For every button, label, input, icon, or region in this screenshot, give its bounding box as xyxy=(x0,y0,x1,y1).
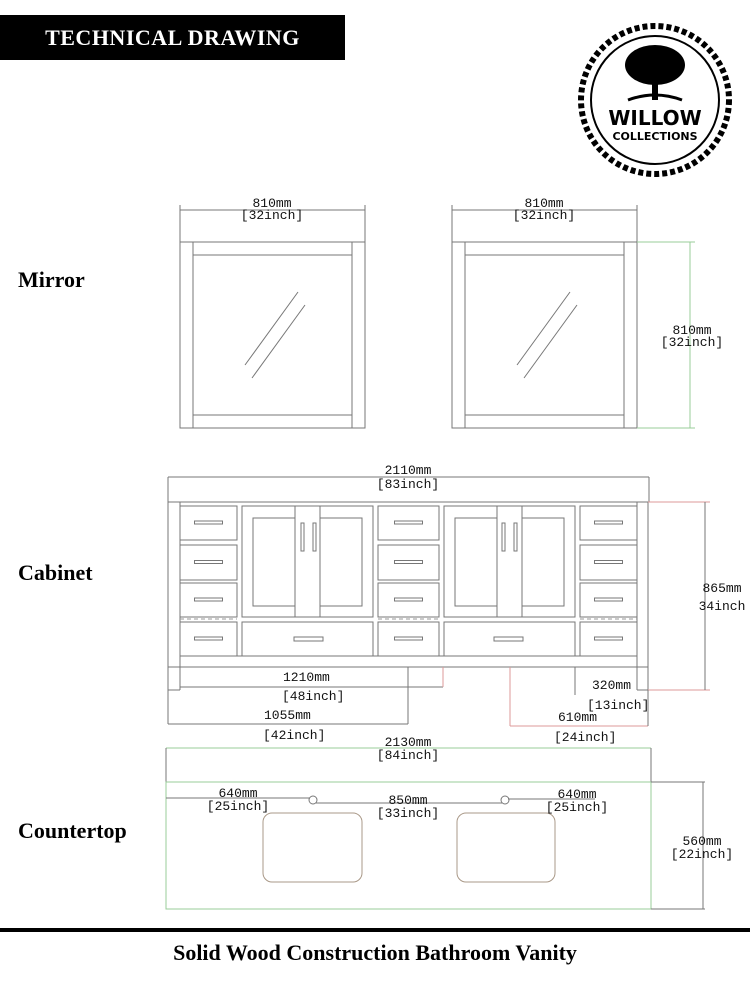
drawer-handle xyxy=(194,597,223,602)
drawer-handle xyxy=(394,520,423,525)
logo-subtitle: COLLECTIONS xyxy=(612,130,697,143)
drawer xyxy=(579,582,638,618)
countertop-center-mm: 850mm xyxy=(388,793,427,808)
drawer-handle xyxy=(594,636,623,641)
drawer-handle xyxy=(394,636,423,641)
mirror-right: 810mm [32inch] 810mm [32inch] xyxy=(451,196,723,429)
cabinet-front-view: 2110mm [83inch] 865mm 34inch 1210mm [48i… xyxy=(167,463,746,745)
drawer xyxy=(179,505,238,541)
drawer-handle xyxy=(594,520,623,525)
cabinet-dim-610-mm: 610mm xyxy=(558,710,597,725)
drawer-handle xyxy=(194,636,223,641)
mirror-height-mm: 810mm xyxy=(672,323,711,338)
mirror-left: 810mm [32inch] xyxy=(179,196,366,429)
countertop-width-mm: 2130mm xyxy=(385,735,432,750)
cabinet-height-in: 34inch xyxy=(699,599,746,614)
cabinet-dim-1210-mm: 1210mm xyxy=(283,670,330,685)
drawer-handle xyxy=(194,520,223,525)
countertop-width-in: [84inch] xyxy=(377,748,439,763)
mirror-height-in: [32inch] xyxy=(661,335,723,350)
drawer-handle xyxy=(594,560,623,564)
faucet-hole-left xyxy=(308,795,318,805)
drawer-handle xyxy=(194,560,223,564)
cabinet-height-mm: 865mm xyxy=(702,581,741,596)
sink-right xyxy=(456,812,556,883)
cabinet-dim-1210-in: [48inch] xyxy=(282,689,344,704)
willow-collections-logo: WILLOW COLLECTIONS xyxy=(578,23,732,177)
mirror-right-width-in: [32inch] xyxy=(513,208,575,223)
cabinet-dim-1055-mm: 1055mm xyxy=(264,708,311,723)
drawer xyxy=(579,621,638,657)
mirror-right-width-mm: 810mm xyxy=(524,196,563,211)
drawer xyxy=(377,582,440,618)
countertop-top-view: 2130mm [84inch] 640mm [25inch] 850mm [33… xyxy=(165,735,733,910)
drawer-handle xyxy=(394,560,423,564)
drawer xyxy=(377,544,440,581)
drawer xyxy=(377,505,440,541)
countertop-right-in: [25inch] xyxy=(546,800,608,815)
drawer-handle xyxy=(594,597,623,602)
faucet-hole-right xyxy=(500,795,510,805)
tree-icon xyxy=(625,45,685,102)
countertop-left-mm: 640mm xyxy=(218,786,257,801)
logo-wordmark: WILLOW xyxy=(608,106,701,130)
section-label-cabinet: Cabinet xyxy=(18,560,93,585)
cabinet-dim-320-mm: 320mm xyxy=(592,678,631,693)
cabinet-dim-320-in: [13inch] xyxy=(587,698,649,713)
drawer xyxy=(377,621,440,657)
countertop-left-in: [25inch] xyxy=(207,799,269,814)
drawer xyxy=(179,621,238,657)
cabinet-dim-610-in: [24inch] xyxy=(554,730,616,745)
section-label-countertop: Countertop xyxy=(18,818,127,843)
cabinet-width-in: [83inch] xyxy=(377,477,439,492)
drawer xyxy=(579,505,638,541)
drawer xyxy=(179,582,238,618)
drawer xyxy=(179,544,238,581)
product-title: Solid Wood Construction Bathroom Vanity xyxy=(173,940,577,965)
countertop-center-in: [33inch] xyxy=(377,806,439,821)
footer-divider xyxy=(0,928,750,932)
cabinet-dim-1055-in: [42inch] xyxy=(263,728,325,743)
drawer xyxy=(579,544,638,581)
section-label-mirror: Mirror xyxy=(18,267,85,292)
drawer-handle xyxy=(394,597,423,602)
mirror-left-width-mm: 810mm xyxy=(252,196,291,211)
mirror-left-width-in: [32inch] xyxy=(241,208,303,223)
countertop-depth-in: [22inch] xyxy=(671,847,733,862)
page-header: TECHNICAL DRAWING xyxy=(0,15,345,60)
sink-left xyxy=(262,812,363,883)
cabinet-width-mm: 2110mm xyxy=(385,463,432,478)
countertop-right-mm: 640mm xyxy=(557,787,596,802)
countertop-depth-mm: 560mm xyxy=(682,834,721,849)
